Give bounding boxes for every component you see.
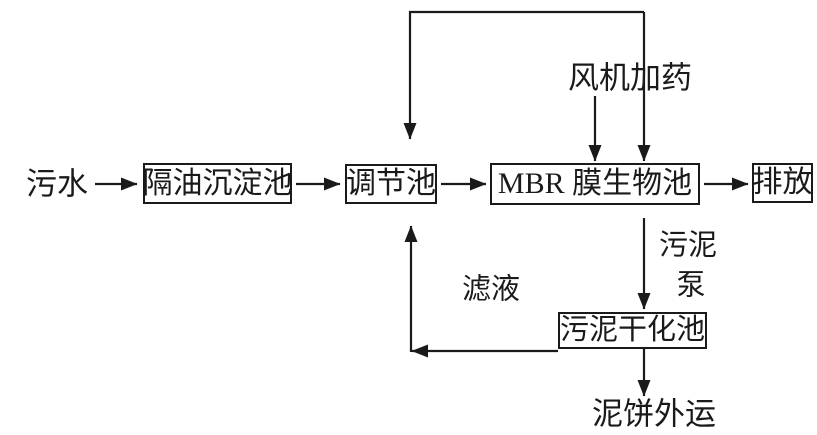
arrow-recycle-return-to-regulation: [403, 10, 644, 140]
label-filtrate: 滤液: [461, 273, 521, 306]
node-sludge-drying-tank: 污泥干化池: [558, 312, 707, 349]
node-oil-separation-tank: 隔油沉淀池: [143, 163, 293, 204]
node-discharge: 排放: [752, 163, 813, 203]
label-pump: 泵: [676, 269, 706, 302]
label-sludge-cake-out: 泥饼外运: [592, 396, 716, 432]
node-regulation-tank: 调节池: [345, 164, 437, 204]
label-blower-dosing: 风机加药: [568, 60, 692, 96]
label-sludge: 污泥: [658, 229, 718, 262]
label-influent: 污水: [26, 166, 88, 202]
node-mbr-membrane-tank: MBR 膜生物池: [490, 163, 700, 205]
